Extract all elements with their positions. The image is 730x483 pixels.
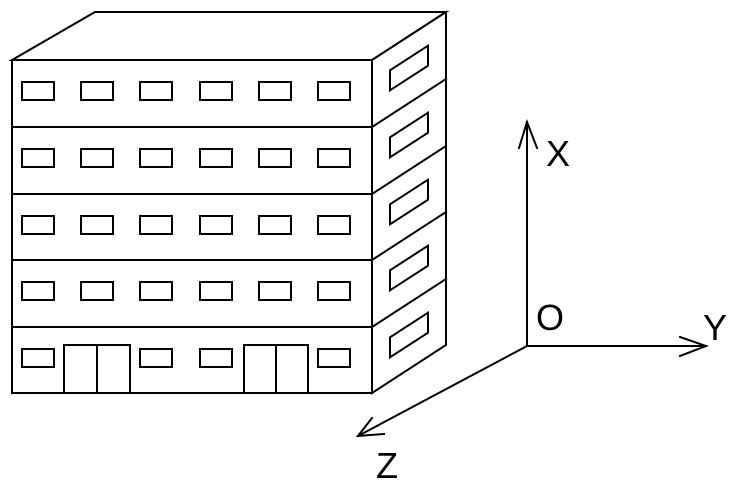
window <box>80 215 114 235</box>
z-axis-arrowhead <box>355 416 386 438</box>
z-axis-label: Z <box>376 445 398 483</box>
window <box>139 215 173 235</box>
front-windows <box>21 81 351 301</box>
x-axis-label: X <box>546 133 570 174</box>
window <box>317 81 351 101</box>
y-axis-arrowhead <box>678 335 709 358</box>
floor-dividers <box>11 126 373 328</box>
building-roof <box>8 11 450 61</box>
window <box>199 215 233 235</box>
window <box>21 281 55 301</box>
window <box>199 81 233 101</box>
y-axis <box>526 335 709 358</box>
window <box>317 148 351 168</box>
side-windows <box>389 43 429 360</box>
window <box>199 148 233 168</box>
window <box>317 281 351 301</box>
window <box>317 215 351 235</box>
entrance-door-right <box>243 344 309 394</box>
window <box>258 281 292 301</box>
window <box>80 148 114 168</box>
window <box>21 348 55 368</box>
building-front-face <box>11 59 373 394</box>
x-axis <box>517 118 539 347</box>
y-axis-label: Y <box>703 307 727 348</box>
side-window <box>389 110 429 160</box>
ground-floor <box>21 344 351 394</box>
window <box>21 81 55 101</box>
building <box>8 10 450 395</box>
window <box>139 281 173 301</box>
window <box>139 148 173 168</box>
window <box>21 215 55 235</box>
window <box>199 281 233 301</box>
window <box>21 148 55 168</box>
entrance-door-left <box>63 344 131 394</box>
window <box>139 81 173 101</box>
side-window <box>389 43 429 93</box>
window <box>258 148 292 168</box>
window <box>258 215 292 235</box>
window <box>317 348 351 368</box>
side-floor-dividers <box>370 77 448 329</box>
side-window <box>389 177 429 227</box>
z-axis <box>355 344 529 438</box>
window <box>258 81 292 101</box>
side-window <box>389 243 429 293</box>
x-axis-arrowhead <box>517 118 539 150</box>
window <box>80 81 114 101</box>
window <box>139 348 173 368</box>
window <box>80 281 114 301</box>
window <box>199 348 233 368</box>
side-window <box>389 310 429 360</box>
origin-label: O <box>536 297 564 338</box>
coordinate-axes: X Y Z O <box>355 118 727 483</box>
